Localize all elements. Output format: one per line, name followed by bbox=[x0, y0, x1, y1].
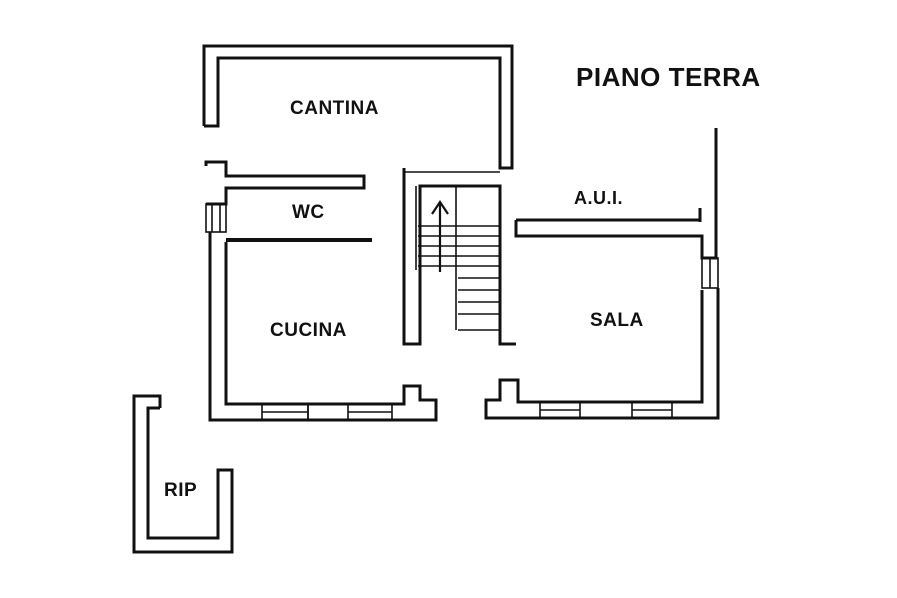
sala-walls bbox=[484, 128, 720, 420]
arrow-up-icon bbox=[431, 200, 449, 272]
wc-walls bbox=[204, 160, 372, 242]
room-label-cucina: CUCINA bbox=[270, 320, 347, 341]
cucina-walls bbox=[208, 232, 438, 422]
room-label-wc: WC bbox=[292, 202, 325, 223]
stairwell bbox=[402, 168, 516, 346]
rip-walls bbox=[132, 394, 234, 554]
room-label-cantina: CANTINA bbox=[290, 98, 379, 119]
plan-title: PIANO TERRA bbox=[576, 62, 761, 92]
cantina-walls bbox=[202, 44, 514, 170]
wc-window bbox=[205, 203, 227, 233]
room-label-rip: RIP bbox=[164, 480, 198, 501]
stair-treads bbox=[418, 225, 500, 331]
room-label-sala: SALA bbox=[590, 310, 644, 331]
room-label-aui: A.U.I. bbox=[574, 188, 624, 208]
